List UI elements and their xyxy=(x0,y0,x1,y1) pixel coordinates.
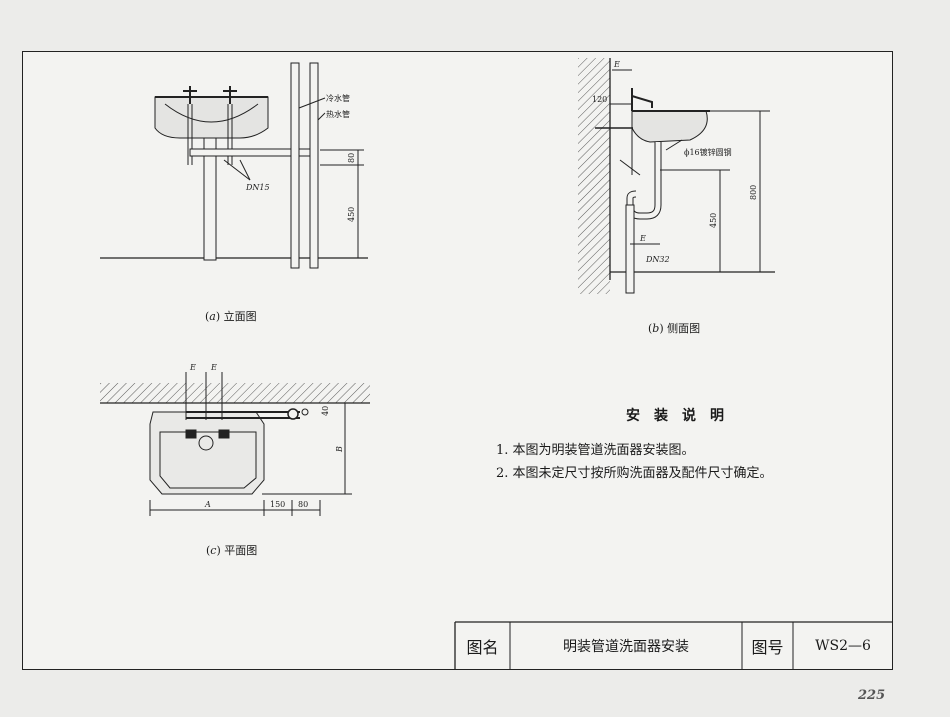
plan-dim-b: B xyxy=(335,446,344,453)
elev-dim-450: 450 xyxy=(347,207,356,222)
side-dim-800: 800 xyxy=(749,185,758,200)
plan-dim-150: 150 xyxy=(270,500,285,509)
page-number: 225 xyxy=(858,688,886,703)
notes-title: 安装说明 xyxy=(626,408,738,424)
cold-pipe-label: 冷水管 xyxy=(326,93,350,103)
title-number-label: 图号 xyxy=(751,638,784,657)
title-block xyxy=(454,621,893,670)
plan-dim-a: A xyxy=(204,500,211,509)
plan-dim-40: 40 xyxy=(321,406,330,416)
dn32-label: DN32 xyxy=(645,255,670,264)
side-dim-e2: E xyxy=(613,60,620,69)
note-2: 2. 本图未定尺寸按所购洗面器及配件尺寸确定。 xyxy=(496,466,773,481)
drawing-sheet xyxy=(22,51,893,670)
tap-right xyxy=(223,86,237,104)
note-1: 1. 本图为明装管道洗面器安装图。 xyxy=(496,443,695,458)
plan-dim-e3: E xyxy=(189,363,196,372)
caption-side: (b) 侧面图 xyxy=(648,322,701,335)
plan-dim-80: 80 xyxy=(298,500,308,509)
side-view xyxy=(578,58,775,294)
rod-label: ϕ16镀锌圆钢 xyxy=(684,147,732,157)
title-name-label: 图名 xyxy=(466,638,499,657)
dn15-label: DN15 xyxy=(245,183,270,192)
elevation-view xyxy=(100,62,368,269)
plan-dim-e1: E xyxy=(210,363,217,372)
caption-elevation: (a) 立面图 xyxy=(205,310,257,323)
side-dim-120: 120 xyxy=(592,95,607,104)
caption-plan: (c) 平面图 xyxy=(206,544,258,557)
title-name-value: 明装管道洗面器安装 xyxy=(563,639,689,655)
side-dim-e4: E xyxy=(639,234,646,243)
elev-dim-80: 80 xyxy=(347,153,356,163)
side-dim-450: 450 xyxy=(709,213,718,228)
hot-pipe-label: 热水管 xyxy=(326,109,350,119)
tap-left xyxy=(183,86,197,104)
title-number-value: WS2—6 xyxy=(815,638,871,654)
plan-view xyxy=(100,372,370,516)
